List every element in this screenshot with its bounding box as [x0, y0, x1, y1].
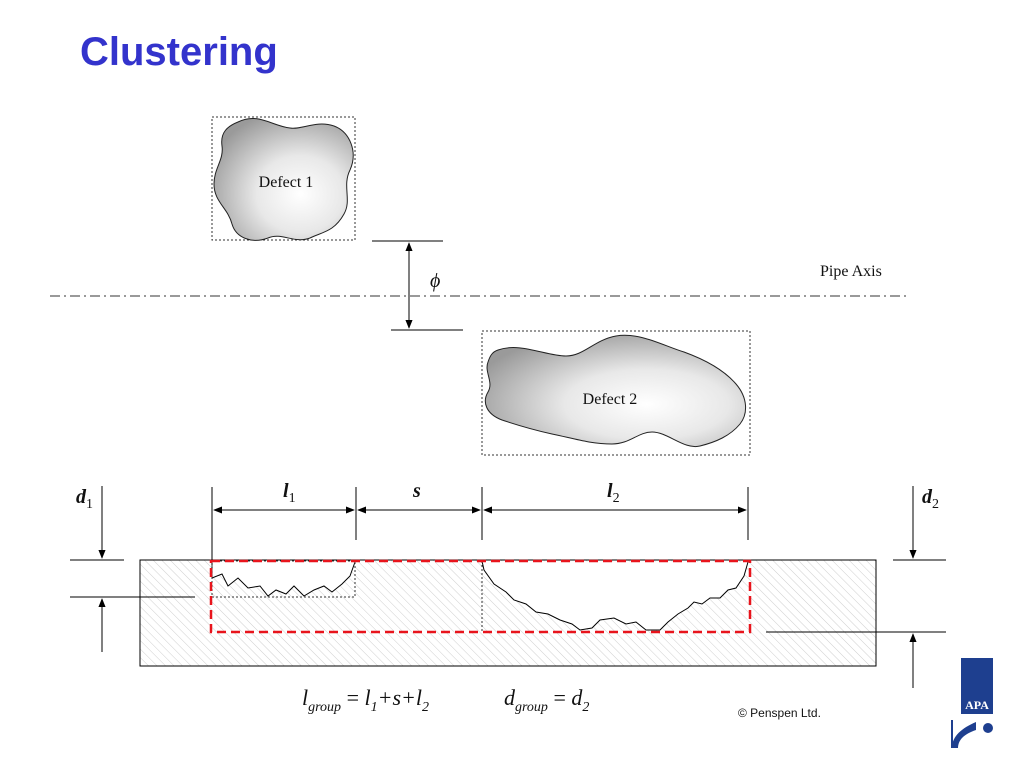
- apa-logo: APA: [951, 658, 993, 748]
- formula-l-t1-base: l: [364, 685, 370, 710]
- defect-1: Defect 1: [211, 116, 356, 241]
- phi-symbol: ϕ: [430, 270, 440, 292]
- defect-2-profile: [481, 560, 749, 631]
- defect-2: Defect 2: [481, 330, 751, 456]
- defect-2-shape: [484, 334, 746, 448]
- formula-d-eq: =: [548, 685, 571, 710]
- cluster-boundary: [209, 559, 752, 634]
- formula-d-lhs-base: d: [504, 685, 516, 710]
- s-label: s: [412, 480, 421, 502]
- formula-d-group: dgroup = d2: [504, 685, 589, 715]
- formula-l-group: lgroup = l1+s+l2: [302, 685, 429, 715]
- formula-l-t2-sub: 2: [422, 700, 429, 715]
- defect-1-shape: [213, 117, 354, 241]
- formula-d-rhs-base: d: [571, 685, 583, 710]
- length-dimensions: l1 s l2: [211, 480, 749, 560]
- formula-d-lhs-sub: group: [515, 700, 548, 715]
- defect-1-profile: [211, 561, 356, 597]
- logo-dot: [983, 723, 993, 733]
- l2-label-sub: 2: [613, 491, 620, 506]
- defect-2-bounding-box: [481, 330, 751, 456]
- d1-label-base: d: [76, 486, 87, 508]
- formula-l-plus: +s+: [378, 685, 416, 710]
- formula-l-lhs-base: l: [302, 685, 308, 710]
- logo-curve: [952, 722, 976, 748]
- formula-l-eq: =: [341, 685, 364, 710]
- pipe-wall-section: [139, 559, 877, 667]
- d1-label: d1: [76, 486, 93, 512]
- slide-title: Clustering: [80, 30, 278, 74]
- depth-d2-dimension: d2: [766, 486, 946, 688]
- d1-label-sub: 1: [86, 497, 93, 512]
- l1-label: l1: [283, 480, 296, 506]
- pipe-axis: Pipe Axis: [50, 263, 910, 297]
- d2-label-base: d: [922, 486, 933, 508]
- defect-1-depth-box: [211, 560, 356, 598]
- formula-l-lhs-sub: group: [308, 700, 341, 715]
- l2-label: l2: [607, 480, 620, 506]
- formula-l-t1-sub: 1: [371, 700, 378, 715]
- defect-1-bounding-box: [211, 116, 356, 241]
- d2-label-sub: 2: [932, 497, 939, 512]
- logo-text: APA: [965, 698, 989, 712]
- l1-label-sub: 1: [289, 491, 296, 506]
- pipe-axis-label: Pipe Axis: [820, 263, 882, 280]
- defect-2-label: Defect 2: [583, 391, 638, 408]
- l2-label-base: l: [607, 480, 613, 502]
- defect-1-label: Defect 1: [259, 174, 314, 191]
- group-formulas: lgroup = l1+s+l2 dgroup = d2: [302, 685, 589, 715]
- l1-label-base: l: [283, 480, 289, 502]
- copyright-notice: © Penspen Ltd.: [738, 706, 821, 720]
- d2-label: d2: [922, 486, 939, 512]
- angular-offset-dimension: ϕ: [372, 240, 463, 331]
- logo-block: [961, 658, 993, 714]
- formula-l-t2-base: l: [416, 685, 422, 710]
- depth-d1-dimension: d1: [70, 486, 195, 652]
- formula-d-rhs-sub: 2: [582, 700, 589, 715]
